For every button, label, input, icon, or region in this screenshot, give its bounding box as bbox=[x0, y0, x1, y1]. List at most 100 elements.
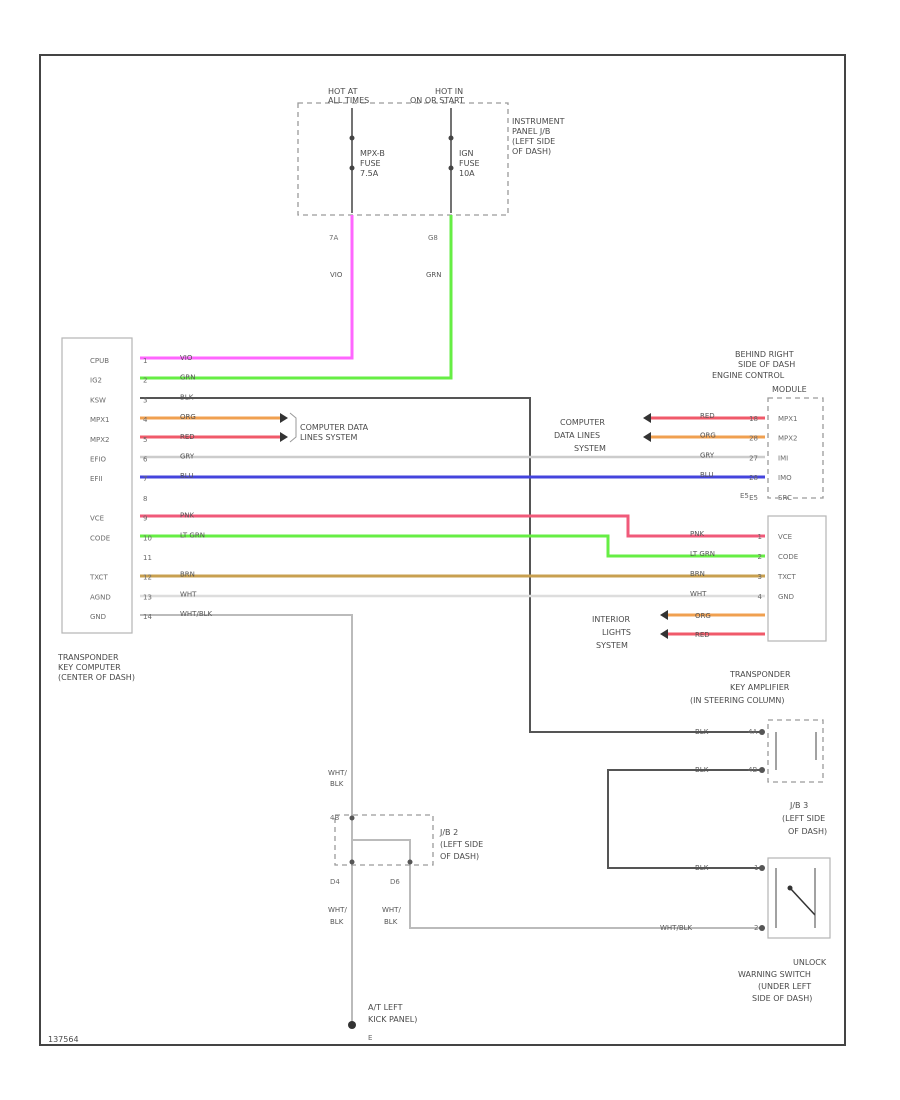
tkc-pin-num: 10 bbox=[143, 534, 152, 542]
wire-grn bbox=[140, 215, 453, 380]
wire-ltgrn bbox=[140, 534, 765, 558]
wire-vio bbox=[140, 215, 354, 360]
il-label-3: SYSTEM bbox=[596, 641, 628, 650]
amp-wire-label: LT GRN bbox=[690, 550, 715, 558]
jb2-label-2: (LEFT SIDE bbox=[440, 840, 483, 849]
tkc-wire-label: LT GRN bbox=[180, 531, 205, 539]
ecm-wire-label: BLU bbox=[700, 471, 713, 479]
jb3-label-2: (LEFT SIDE bbox=[782, 814, 825, 823]
amp-pin-name: VCE bbox=[778, 533, 792, 541]
jb2-pin-bl: D4 bbox=[330, 878, 340, 886]
tkc-wire-label: BLK bbox=[180, 393, 194, 401]
amp-pin-name: GND bbox=[778, 593, 794, 601]
ecm-wire-label: ORG bbox=[700, 432, 716, 440]
tkc-label-3: (CENTER OF DASH) bbox=[58, 673, 135, 682]
ecm-pin-name: IMO bbox=[778, 474, 792, 482]
gnd-wire-mid2-2: BLK bbox=[384, 918, 398, 926]
jb2-pin-br: D6 bbox=[390, 878, 400, 886]
junction-block-2: 4B D4 D6 J/B 2 (LEFT SIDE OF DASH) bbox=[330, 814, 483, 886]
uws-pin-2: 2 bbox=[754, 924, 758, 932]
fuse-pin-2: G8 bbox=[428, 234, 438, 242]
tkc-pin-num: 7 bbox=[143, 475, 147, 483]
ecm-pin-name: IMI bbox=[778, 454, 788, 462]
instrument-panel-jb: HOT AT ALL TIMES HOT IN ON OR START INST… bbox=[297, 87, 565, 279]
fuse-pin-1: 7A bbox=[329, 234, 338, 242]
wires bbox=[140, 215, 765, 1022]
jb3-pin-1: 4A bbox=[748, 728, 757, 736]
tkc-pin-name: GND bbox=[90, 613, 106, 621]
tkc-wire-label: BLU bbox=[180, 472, 193, 480]
tkc-pin-num: 14 bbox=[143, 613, 152, 621]
tkc-wire-label: WHT bbox=[180, 590, 197, 598]
jb3-label-1: J/B 3 bbox=[789, 801, 808, 810]
tkc-pin-num: 3 bbox=[143, 396, 147, 404]
jb2-label-1: J/B 2 bbox=[439, 828, 458, 837]
gnd-wire-top-2: BLK bbox=[330, 780, 344, 788]
ecm-pin-num: 28 bbox=[749, 435, 758, 443]
tkc-pin-name: EFIO bbox=[90, 456, 107, 464]
wire-blk-ksw bbox=[140, 397, 760, 733]
il-label-2: LIGHTS bbox=[602, 628, 631, 637]
fuse1-label-2: FUSE bbox=[360, 159, 381, 168]
tkc-pin-name: MPX2 bbox=[90, 436, 110, 444]
uws-label-3: (UNDER LEFT bbox=[758, 982, 811, 991]
ecm-pin-name: MPX1 bbox=[778, 415, 798, 423]
ipjb-label-1: INSTRUMENT bbox=[512, 117, 565, 126]
ipjb-label-2: PANEL J/B bbox=[512, 127, 550, 136]
jb3-label-3: OF DASH) bbox=[788, 827, 827, 836]
tkc-pin-num: 13 bbox=[143, 593, 152, 601]
gnd-wire-mid2-1: WHT/ bbox=[382, 906, 401, 914]
uws-label-4: SIDE OF DASH) bbox=[752, 994, 812, 1003]
fuse2-label-2: FUSE bbox=[459, 159, 480, 168]
tkc-pin-num: 9 bbox=[143, 515, 147, 523]
tkc-pin-name: CPUB bbox=[90, 357, 109, 365]
tkc-label-1: TRANSPONDER bbox=[57, 653, 119, 662]
wire-pnk bbox=[140, 514, 765, 538]
gnd-wire-top-1: WHT/ bbox=[328, 769, 347, 777]
tkc-pin-num: 4 bbox=[143, 416, 148, 424]
tkc-pin-num: 5 bbox=[143, 436, 147, 444]
il-wire-1: ORG bbox=[695, 612, 711, 620]
footer-code: 137564 bbox=[48, 1035, 79, 1044]
tkc-pin-name: MPX1 bbox=[90, 416, 110, 424]
tkc-label-2: KEY COMPUTER bbox=[58, 663, 121, 672]
fuse1-label-3: 7.5A bbox=[360, 169, 379, 178]
amp-wire-label: BRN bbox=[690, 570, 705, 578]
amp-pin-num: 3 bbox=[758, 573, 762, 581]
ecm-cdl-2: DATA LINES bbox=[554, 431, 600, 440]
hot-at-label-1: HOT AT bbox=[328, 87, 358, 96]
il-label-1: INTERIOR bbox=[592, 615, 631, 624]
ecm-conn: E5 bbox=[740, 492, 749, 500]
cdl-left-2: LINES SYSTEM bbox=[300, 433, 357, 442]
tkc-pin-num: 1 bbox=[143, 357, 147, 365]
hot-at-label-2: ALL TIMES bbox=[328, 96, 369, 105]
ecm-pin-num: 28 bbox=[749, 474, 758, 482]
amp-pin-num: 4 bbox=[758, 593, 763, 601]
gnd-wire-mid1-1: WHT/ bbox=[328, 906, 347, 914]
ecm-wire-label: GRY bbox=[700, 451, 715, 459]
amp-label-2: KEY AMPLIFIER bbox=[730, 683, 790, 692]
ecm-cdl-3: SYSTEM bbox=[574, 444, 606, 453]
tkc-wire-label: ORG bbox=[180, 413, 196, 421]
tkc-wire-label: PNK bbox=[180, 512, 194, 520]
il-wire-2: RED bbox=[695, 631, 710, 639]
hot-in-label-2: ON OR START bbox=[410, 96, 464, 105]
fuse2-label-3: 10A bbox=[459, 169, 475, 178]
amp-label-3: (IN STEERING COLUMN) bbox=[690, 696, 785, 705]
ipjb-label-4: OF DASH) bbox=[512, 147, 551, 156]
fuse-wire-1: VIO bbox=[330, 271, 343, 279]
fuse-wire-2: GRN bbox=[426, 271, 442, 279]
engine-control-module: BEHIND RIGHT SIDE OF DASH ENGINE CONTROL… bbox=[554, 350, 824, 502]
unlock-warning-switch: 1 2 BLK WHT/BLK UNLOCK WARNING SWITCH (U… bbox=[660, 857, 831, 1003]
ground-id: E bbox=[368, 1034, 372, 1042]
tkc-pin-num: 6 bbox=[143, 456, 148, 464]
tkc-wire-label: BRN bbox=[180, 571, 195, 579]
tkc-wire-label: RED bbox=[180, 433, 195, 441]
tkc-pin-name: AGND bbox=[90, 593, 111, 601]
uws-wire-bot: WHT/BLK bbox=[660, 924, 693, 932]
tkc-wire-label: WHT/BLK bbox=[180, 610, 213, 618]
fuse2-label-1: IGN bbox=[459, 149, 474, 158]
ecm-cdl-1: COMPUTER bbox=[560, 418, 605, 427]
tkc-pin-num: 8 bbox=[143, 495, 147, 503]
